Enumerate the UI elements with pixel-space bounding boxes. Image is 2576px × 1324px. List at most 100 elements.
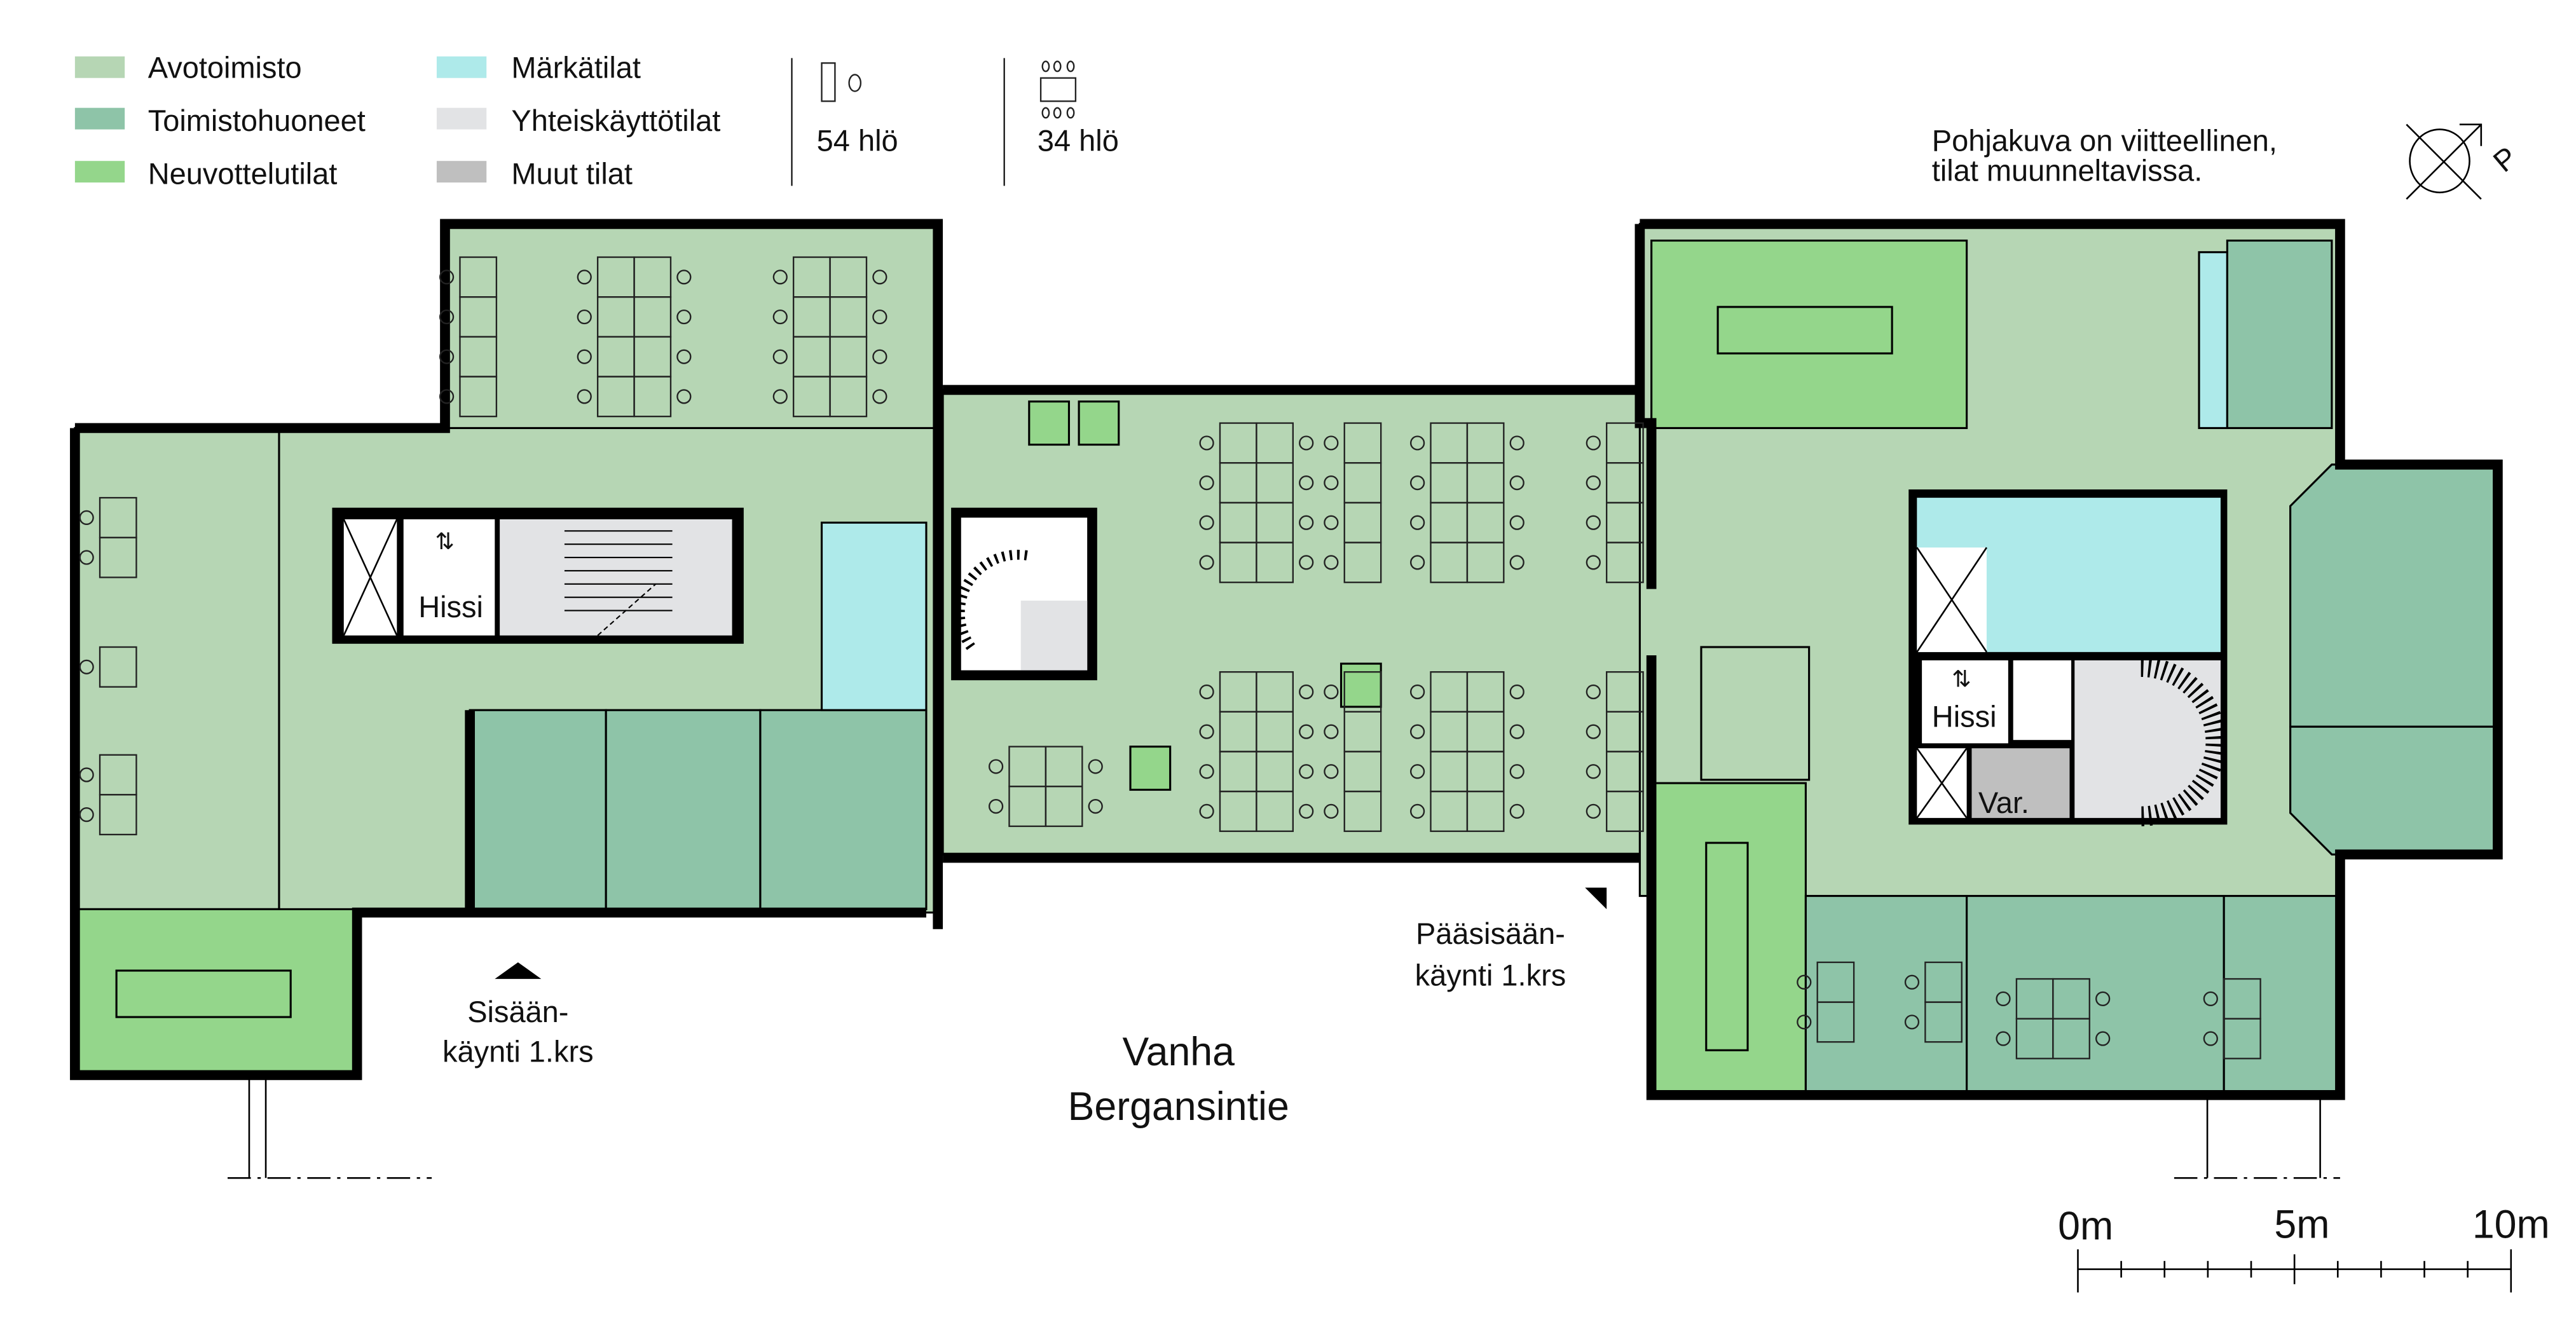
chair (1299, 475, 1314, 491)
chair (577, 389, 592, 404)
street-name: Bergansintie (1068, 1084, 1289, 1129)
legend-swatch-markatilat (436, 56, 487, 78)
side-entrance-label: käynti 1.krs (442, 1035, 594, 1068)
furniture (79, 256, 2261, 1060)
chair (1199, 724, 1214, 739)
chair (1509, 803, 1524, 819)
desk (99, 646, 137, 688)
chair (1509, 724, 1524, 739)
desk (1605, 790, 1644, 832)
chair (577, 270, 592, 285)
meeting-table-icon (1039, 60, 1077, 119)
chair (772, 349, 788, 364)
elevator-arrows-icon: ⇅ (435, 528, 455, 554)
north-label: P (2486, 140, 2523, 179)
open-office-west (74, 427, 280, 910)
middle-section: Pääsisään- käynti 1.krs Vanha Bergansint… (942, 385, 1653, 1129)
chair (872, 309, 887, 325)
chair (1409, 555, 1425, 570)
spiral-stairs-icon (955, 549, 1031, 650)
stairwell-left (500, 519, 732, 636)
chair (772, 389, 788, 404)
chair (1409, 515, 1425, 530)
chair (2095, 1031, 2111, 1046)
chair (1299, 435, 1314, 451)
chair (1586, 515, 1601, 530)
chair (1409, 475, 1425, 491)
chair (1904, 1014, 1920, 1030)
chair (1409, 764, 1425, 779)
chair (1996, 991, 2011, 1007)
chair (1509, 684, 1524, 700)
chair (1409, 684, 1425, 700)
desk (1256, 790, 1294, 832)
chair (1509, 475, 1524, 491)
desk (99, 794, 137, 836)
chair (1299, 684, 1314, 700)
scale-label: 10m (2472, 1202, 2550, 1246)
elevator-label: Hissi (418, 590, 483, 624)
desk (1045, 786, 1083, 828)
chair (1409, 435, 1425, 451)
chair (1509, 515, 1524, 530)
desk (1466, 542, 1505, 584)
chair (1586, 724, 1601, 739)
open-office-north (444, 222, 939, 433)
office-room (605, 709, 762, 910)
chair (1904, 974, 1920, 990)
office-room (2226, 239, 2333, 430)
right-wing: Hissi ⇅ Var. (1634, 219, 2503, 1179)
elevator-label: Hissi (1932, 699, 1997, 733)
side-entrance-label: Sisään- (467, 995, 568, 1028)
desk (633, 376, 672, 418)
chair (1409, 724, 1425, 739)
chair (439, 309, 455, 325)
chair (1088, 798, 1103, 814)
storage-label: Var. (1978, 786, 2029, 819)
chair (1996, 1031, 2011, 1046)
chair (872, 349, 887, 364)
legend-label: Avotoimisto (148, 51, 302, 85)
chair (1324, 724, 1339, 739)
office-room (469, 709, 607, 910)
meeting-table (1705, 842, 1749, 1051)
chair (1324, 515, 1339, 530)
chair (1324, 435, 1339, 451)
phone-booth (1078, 400, 1120, 446)
chair (1586, 435, 1601, 451)
legend-swatch-avotoimisto (74, 56, 125, 78)
chair (79, 767, 94, 782)
desk (1256, 542, 1294, 584)
chair (2095, 991, 2111, 1007)
office-room (1804, 894, 1968, 1096)
legend-swatch-toimistohuoneet (74, 107, 125, 130)
chair (1586, 684, 1601, 700)
street-name: Vanha (1123, 1030, 1235, 1074)
chair (1299, 724, 1314, 739)
meeting-table (1716, 306, 1893, 355)
chair (79, 550, 94, 565)
chair (1409, 803, 1425, 819)
chair (772, 270, 788, 285)
left-wing: Hissi ⇅ Sisään- käynti 1.krs (70, 219, 943, 1179)
stairs-icon (564, 530, 673, 636)
stair-landing (1020, 600, 1088, 671)
meeting-seat-count: 34 hlö (1038, 124, 1119, 158)
scale-label: 5m (2274, 1202, 2329, 1246)
chair (1199, 555, 1214, 570)
storage-room (1971, 748, 2070, 818)
office-room (2289, 725, 2499, 856)
chair (676, 349, 692, 364)
chair (1199, 515, 1214, 530)
phone-booth (1129, 746, 1172, 791)
chair (772, 309, 788, 325)
scale-label: 0m (2058, 1204, 2113, 1248)
chair (1199, 475, 1214, 491)
chair (1324, 555, 1339, 570)
chair (1797, 974, 1812, 990)
chair (1324, 803, 1339, 819)
main-entrance-label: Pääsisään- (1416, 917, 1565, 950)
legend-label: Neuvottelutilat (148, 157, 338, 191)
chair (79, 510, 94, 526)
phone-booth (1028, 400, 1071, 446)
